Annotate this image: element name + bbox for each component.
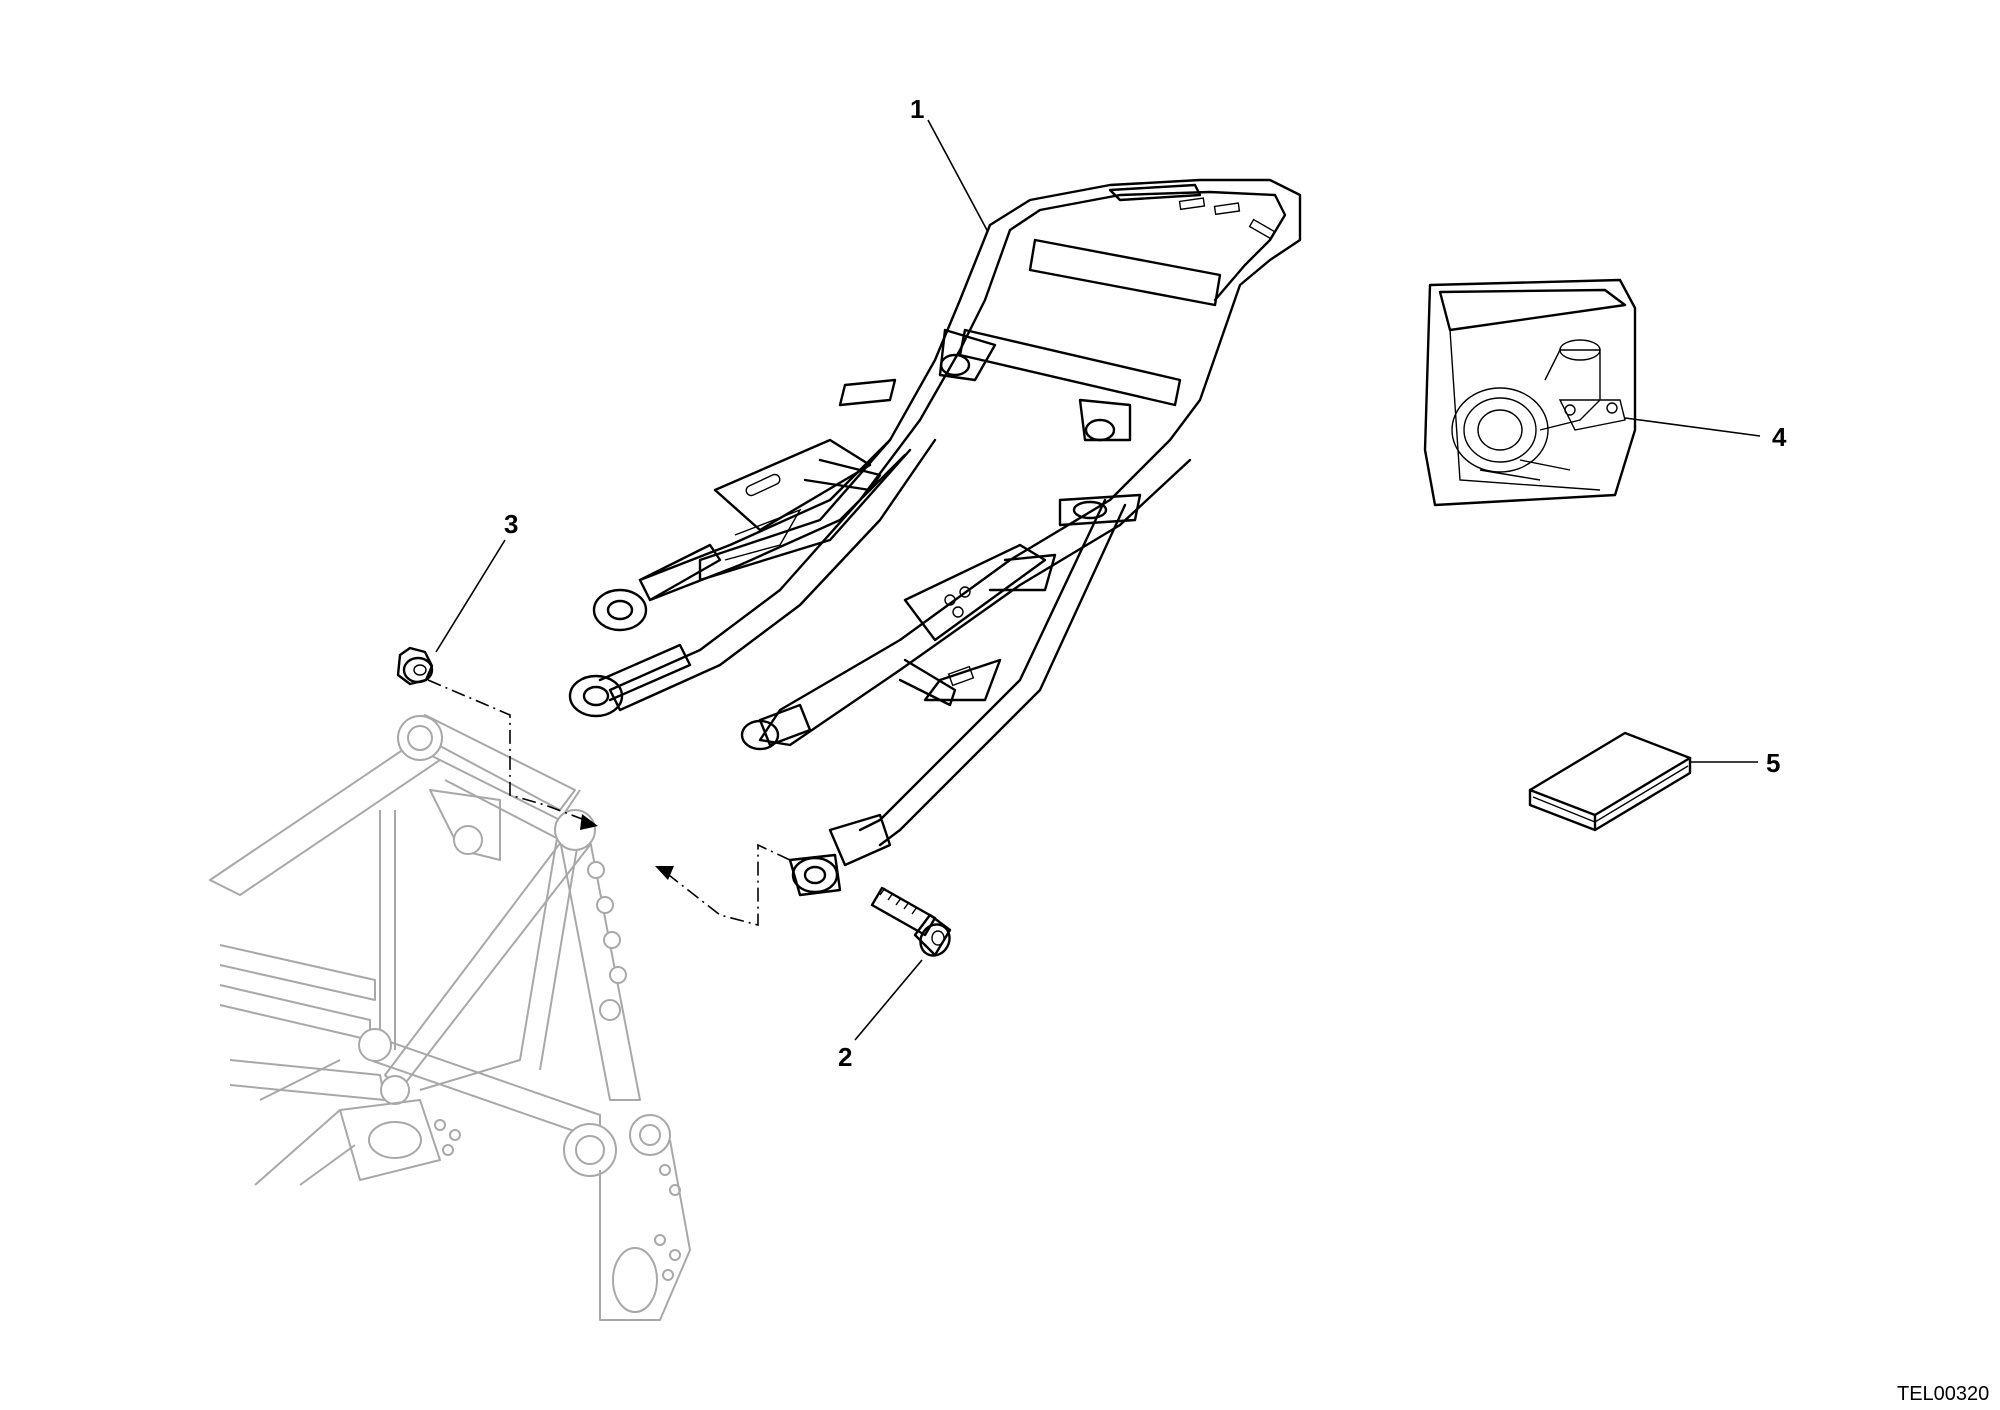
part-4-lamp	[1423, 278, 1637, 507]
main-frame-phantom	[209, 714, 691, 1321]
assembly-path-lines	[427, 679, 791, 927]
part-5-pad	[1528, 731, 1692, 832]
part-1-rear-subframe	[568, 178, 1302, 897]
callout-3: 3	[504, 509, 518, 539]
part-3-nut	[396, 646, 434, 686]
callout-4: 4	[1772, 422, 1787, 452]
part-2-screw	[870, 886, 952, 957]
callout-2: 2	[838, 1042, 852, 1072]
callout-1: 1	[910, 94, 924, 124]
drawing-code: TEL00320	[1897, 1383, 1989, 1405]
leader-lines	[435, 119, 1761, 1041]
callout-5: 5	[1766, 748, 1780, 778]
